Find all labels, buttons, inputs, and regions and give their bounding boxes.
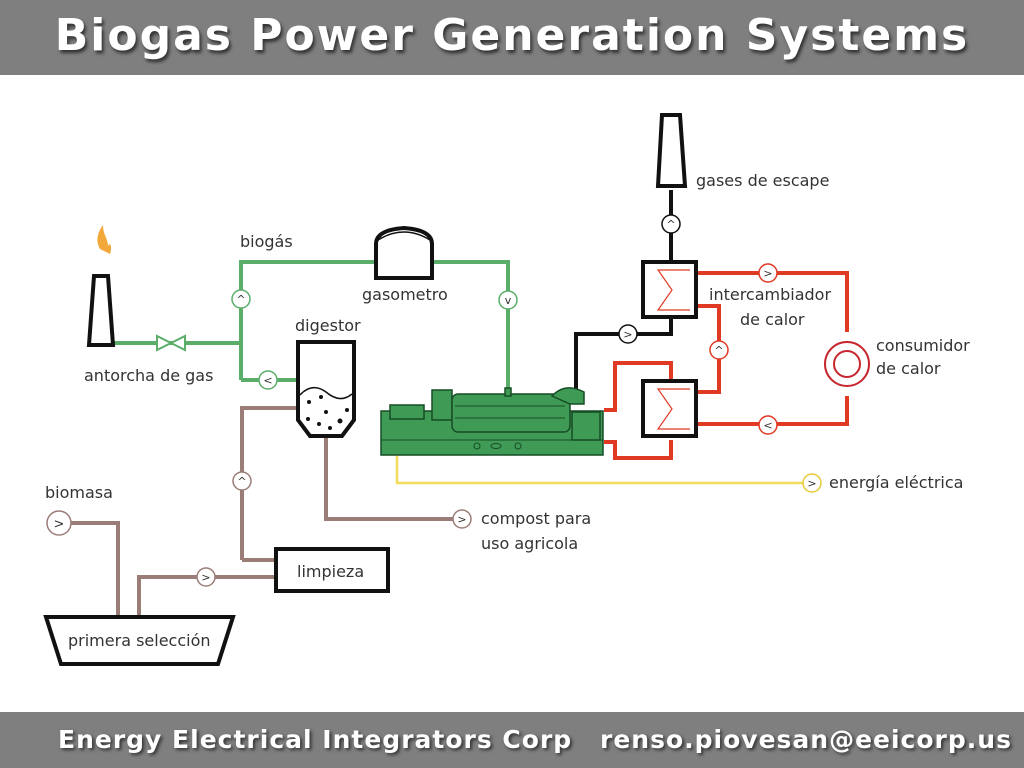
svg-text:^: ^ (714, 344, 723, 357)
label-heat-consumer-1: consumidor (876, 336, 970, 355)
gas-valve-icon (156, 334, 186, 352)
title-bar: Biogas Power Generation Systems (0, 0, 1024, 75)
label-flare: antorcha de gas (84, 366, 213, 385)
label-biogas: biogás (240, 232, 293, 251)
compost-pipe (324, 436, 455, 521)
footer-bar: Energy Electrical Integrators Corp renso… (0, 712, 1024, 768)
svg-text:^: ^ (237, 475, 246, 488)
svg-text:v: v (505, 294, 512, 307)
label-heat-exchanger-2: de calor (740, 310, 805, 329)
svg-text:>: > (54, 517, 65, 532)
flow-markers: ^ < v ^ > > > ^ > > ^ < > (46, 214, 822, 587)
flow-arrow-icon: > (758, 263, 778, 283)
digester-icon (296, 340, 356, 438)
svg-text:^: ^ (236, 293, 245, 306)
label-first-selection: primera selección (68, 631, 211, 650)
heat-pipe-bottom (697, 396, 849, 426)
flow-arrow-icon: ^ (232, 471, 252, 491)
svg-text:<: < (763, 419, 772, 432)
biogas-pipe-main (239, 260, 376, 380)
flow-arrow-icon: > (802, 473, 822, 493)
heat-pipe-top (697, 271, 849, 332)
label-digester: digestor (295, 316, 361, 335)
label-gasometer: gasometro (362, 285, 448, 304)
label-compost-2: uso agricola (481, 534, 578, 553)
svg-text:>: > (457, 513, 466, 526)
flow-arrow-icon: > (46, 510, 72, 536)
footer-company: Energy Electrical Integrators Corp (58, 725, 573, 754)
label-biomass: biomasa (45, 483, 113, 502)
svg-text:^: ^ (666, 218, 675, 231)
heat-pipe-engine-top (604, 361, 673, 412)
first-selection-hopper (43, 615, 236, 666)
exhaust-stack-icon (655, 113, 688, 188)
digester-feed-pipe (240, 406, 298, 560)
flow-arrow-icon: v (498, 290, 518, 310)
svg-text:>: > (807, 477, 816, 490)
svg-text:<: < (263, 374, 272, 387)
label-compost-1: compost para (481, 509, 591, 528)
flow-arrow-icon: ^ (661, 214, 681, 234)
biomass-input-pipe (70, 521, 120, 617)
flow-arrow-icon: < (258, 370, 278, 390)
flow-arrow-icon: > (618, 324, 638, 344)
engine-generator-icon (380, 387, 604, 456)
cleaning-box (274, 547, 390, 593)
footer-email: renso.piovesan@eeicorp.us (600, 725, 1012, 754)
page-title: Biogas Power Generation Systems (54, 10, 970, 61)
flow-arrow-icon: < (758, 415, 778, 435)
flow-arrow-icon: > (196, 567, 216, 587)
flow-arrow-icon: > (452, 509, 472, 529)
gas-flare-icon (86, 225, 116, 347)
heat-consumer-icon (824, 341, 870, 387)
svg-text:>: > (201, 571, 210, 584)
heat-pipe-engine-bottom (604, 440, 673, 460)
label-heat-exchanger-1: intercambiador (709, 285, 831, 304)
heat-exchanger-top-icon (641, 260, 698, 319)
svg-text:>: > (623, 328, 632, 341)
svg-text:>: > (763, 267, 772, 280)
selection-to-cleaning-pipe (137, 575, 276, 617)
heat-exchanger-bottom-icon (641, 379, 698, 438)
biomass-pipes (70, 406, 455, 617)
gasometer-icon (374, 225, 434, 280)
label-electricity: energía eléctrica (829, 473, 963, 492)
flow-arrow-icon: ^ (231, 289, 251, 309)
label-exhaust: gases de escape (696, 171, 829, 190)
label-cleaning: limpieza (297, 562, 364, 581)
biogas-pipe-gasometer-out (432, 260, 510, 392)
label-heat-consumer-2: de calor (876, 359, 941, 378)
flow-arrow-icon: ^ (709, 340, 729, 360)
